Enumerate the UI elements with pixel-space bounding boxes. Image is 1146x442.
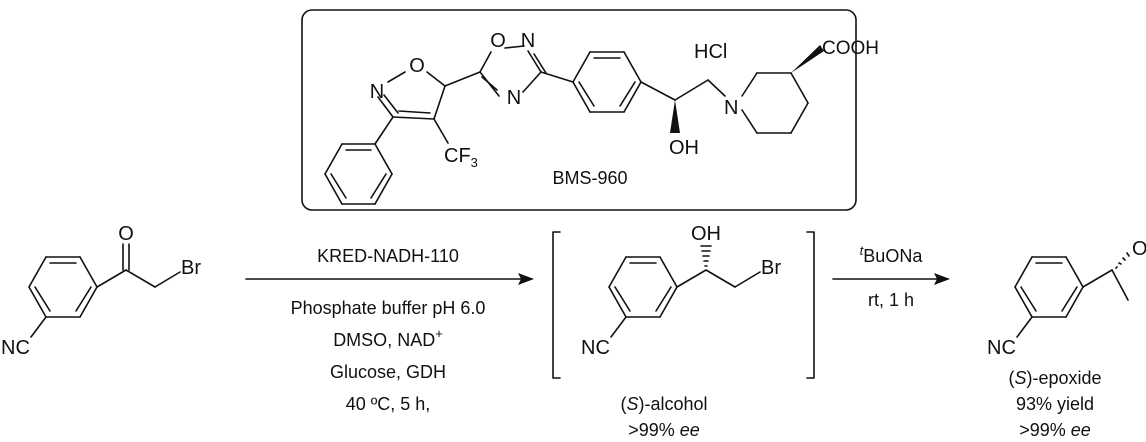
step1-recycling: Glucose, GDH	[330, 362, 446, 382]
cf3-bond	[433, 118, 449, 144]
left-bracket	[552, 231, 561, 379]
carbinol-oh-wedge	[670, 100, 680, 133]
inset-aryl-ring	[572, 51, 642, 113]
intermediate-nc-label: NC	[581, 337, 610, 359]
step2-arrow	[832, 273, 950, 285]
step1-temperature-time: 40 ºC, 5 h,	[346, 394, 431, 414]
compound-name: BMS-960	[552, 168, 627, 188]
intermediate-name: (S)-alcohol	[620, 394, 707, 414]
step1-cofactor: DMSO, NAD+	[333, 326, 443, 350]
isoxazole-n-label: N	[370, 81, 384, 103]
start-material: O Br NC	[1, 223, 201, 359]
product-epoxide-hash-2	[1118, 262, 1122, 265]
start-br-label: Br	[181, 257, 201, 279]
cooh-wedge	[791, 45, 824, 73]
product-aryl-cn-bond	[1016, 316, 1033, 338]
inset-frame	[301, 9, 857, 211]
product-aryl-epoxide-bond	[1082, 269, 1113, 288]
intermediate-ch2-br-bond	[734, 271, 761, 288]
cooh-label: COOH	[822, 38, 879, 59]
inset-oh-label: OH	[669, 137, 699, 159]
piperidine-n-label: N	[724, 97, 738, 119]
start-carbonyl-ch2-bond	[125, 269, 156, 288]
intermediate-ee: >99% ee	[628, 420, 700, 440]
product-epoxide-c-c-bond	[1111, 269, 1129, 301]
intermediate-br-label: Br	[761, 257, 781, 279]
carbinol-methylene-bond	[674, 79, 709, 101]
intermediate-aryl-carbinol-bond	[676, 269, 707, 288]
phenyl-isoxazole-bond	[374, 116, 394, 145]
step2-reagent: tBuONa	[860, 243, 924, 266]
right-bracket	[806, 231, 815, 379]
step1-arrow	[245, 273, 534, 285]
step1-enzyme: KRED-NADH-110	[317, 246, 459, 266]
bms-960-inset: N O CF3 O N N	[301, 9, 879, 211]
product-epoxide-hash-3	[1122, 257, 1126, 261]
oxadiazole-n2-label: N	[507, 87, 521, 109]
start-aryl-ring	[28, 256, 98, 318]
start-aryl-cn-bond	[30, 316, 47, 338]
cf3-label: CF3	[444, 145, 478, 170]
hcl-label: HCl	[694, 41, 727, 63]
inset-piperidine-ring	[741, 72, 809, 134]
product: O NC (S)-epoxide 93% yield >99% ee	[987, 238, 1146, 440]
methylene-n-bond	[707, 79, 726, 97]
product-aryl-ring	[1014, 256, 1084, 318]
aryl-carbinol-bond	[640, 81, 676, 101]
isoxazole-o-label: O	[409, 55, 425, 77]
product-name: (S)-epoxide	[1008, 368, 1101, 388]
inset-isoxazole-ring	[377, 71, 446, 120]
start-aryl-carbonyl-bond	[96, 269, 127, 288]
product-yield: 93% yield	[1016, 394, 1094, 414]
intermediate: OH Br NC (S)-alcohol >99% ee	[552, 223, 815, 440]
step1-buffer: Phosphate buffer pH 6.0	[291, 298, 486, 318]
start-nc-label: NC	[1, 337, 30, 359]
inset-oxadiazole-ring	[479, 45, 547, 97]
intermediate-carbinol-ch2-bond	[705, 269, 736, 288]
product-ee: >99% ee	[1019, 420, 1091, 440]
product-nc-label: NC	[987, 337, 1016, 359]
intermediate-aryl-cn-bond	[610, 316, 627, 338]
product-epoxide-hash-1	[1115, 266, 1118, 269]
intermediate-aryl-ring	[608, 256, 678, 318]
oxadiazole-n1-label: N	[521, 30, 535, 52]
step2-conditions: rt, 1 h	[868, 290, 914, 310]
product-epoxide-o-label: O	[1132, 238, 1146, 260]
start-ch2-br-bond	[154, 271, 181, 288]
inset-phenyl-ring	[324, 143, 393, 205]
oxadiazole-aryl-bond	[540, 71, 574, 83]
isoxazole-oxadiazole-bond	[444, 71, 481, 87]
intermediate-oh-label: OH	[691, 223, 721, 245]
step1-conditions: KRED-NADH-110 Phosphate buffer pH 6.0 DM…	[291, 246, 486, 414]
oxadiazole-o-label: O	[490, 30, 506, 52]
product-epoxide-hash-4	[1126, 252, 1130, 257]
start-carbonyl-o-label: O	[118, 223, 134, 245]
